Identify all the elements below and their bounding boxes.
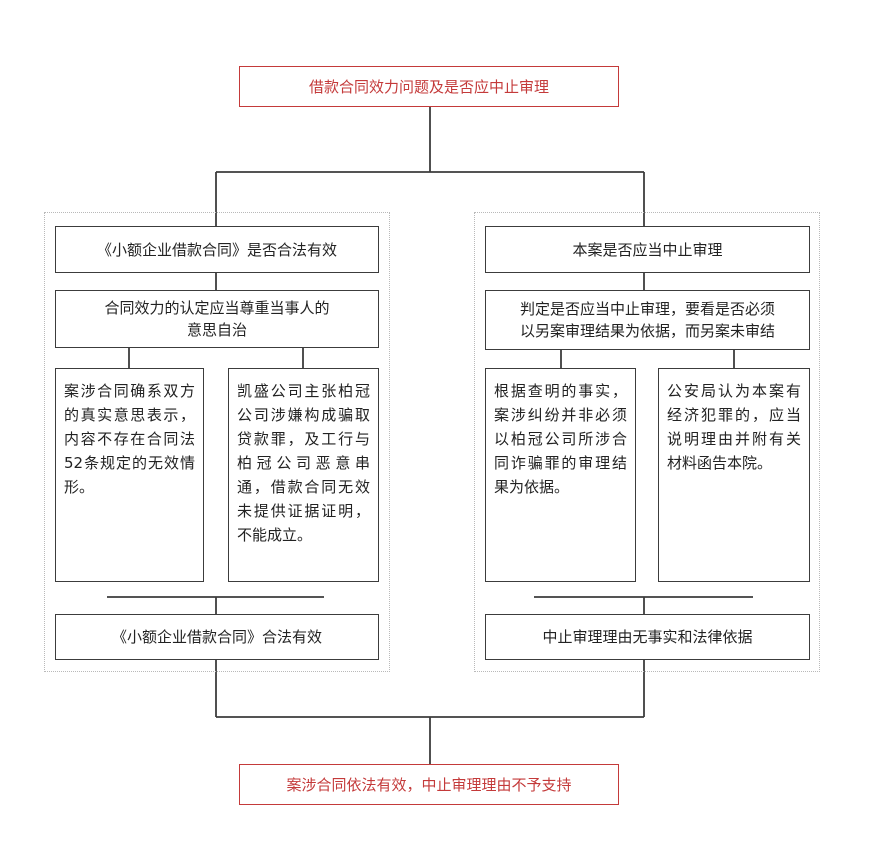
left-group-frame (44, 212, 390, 672)
right-principle-line-1: 判定是否应当中止审理，要看是否必须 (519, 300, 775, 318)
left-conclusion-box: 《小额企业借款合同》合法有效 (55, 614, 379, 660)
right-reason-b-text: 公安局认为本案有经济犯罪的，应当说明理由并附有关材料函告本院。 (667, 382, 801, 472)
left-principle-line-2: 意思自治 (186, 321, 247, 339)
left-reason-b-box: 凯盛公司主张柏冠公司涉嫌构成骗取贷款罪，及工行与柏冠公司恶意串通，借款合同无效未… (228, 368, 379, 582)
final-conclusion-box: 案涉合同依法有效，中止审理理由不予支持 (239, 764, 619, 805)
top-question-box: 借款合同效力问题及是否应中止审理 (239, 66, 619, 107)
left-reason-b-text: 凯盛公司主张柏冠公司涉嫌构成骗取贷款罪，及工行与柏冠公司恶意串通，借款合同无效未… (237, 382, 370, 544)
right-principle-line-2: 以另案审理结果为依据，而另案未审结 (519, 322, 775, 340)
left-reason-a-text: 案涉合同确系双方的真实意思表示，内容不存在合同法52条规定的无效情形。 (64, 382, 195, 496)
left-conclusion-text: 《小额企业借款合同》合法有效 (111, 628, 322, 646)
left-principle-box: 合同效力的认定应当尊重当事人的 意思自治 (55, 290, 379, 348)
right-group-frame (474, 212, 820, 672)
right-reason-b-box: 公安局认为本案有经济犯罪的，应当说明理由并附有关材料函告本院。 (658, 368, 810, 582)
left-header-box: 《小额企业借款合同》是否合法有效 (55, 226, 379, 273)
top-question-text: 借款合同效力问题及是否应中止审理 (308, 77, 549, 96)
right-principle-text: 判定是否应当中止审理，要看是否必须 以另案审理结果为依据，而另案未审结 (520, 298, 775, 342)
right-reason-a-text: 根据查明的事实，案涉纠纷并非必须以柏冠公司所涉合同诈骗罪的审理结果为依据。 (494, 382, 627, 496)
right-conclusion-box: 中止审理理由无事实和法律依据 (485, 614, 810, 660)
right-principle-box: 判定是否应当中止审理，要看是否必须 以另案审理结果为依据，而另案未审结 (485, 290, 810, 350)
left-reason-a-box: 案涉合同确系双方的真实意思表示，内容不存在合同法52条规定的无效情形。 (55, 368, 204, 582)
final-conclusion-text: 案涉合同依法有效，中止审理理由不予支持 (286, 775, 572, 794)
left-header-text: 《小额企业借款合同》是否合法有效 (96, 240, 337, 259)
right-header-text: 本案是否应当中止审理 (572, 240, 723, 259)
left-principle-line-1: 合同效力的认定应当尊重当事人的 (104, 299, 330, 317)
right-reason-a-box: 根据查明的事实，案涉纠纷并非必须以柏冠公司所涉合同诈骗罪的审理结果为依据。 (485, 368, 636, 582)
right-header-box: 本案是否应当中止审理 (485, 226, 810, 273)
left-principle-text: 合同效力的认定应当尊重当事人的 意思自治 (104, 297, 329, 341)
right-conclusion-text: 中止审理理由无事实和法律依据 (542, 628, 753, 646)
